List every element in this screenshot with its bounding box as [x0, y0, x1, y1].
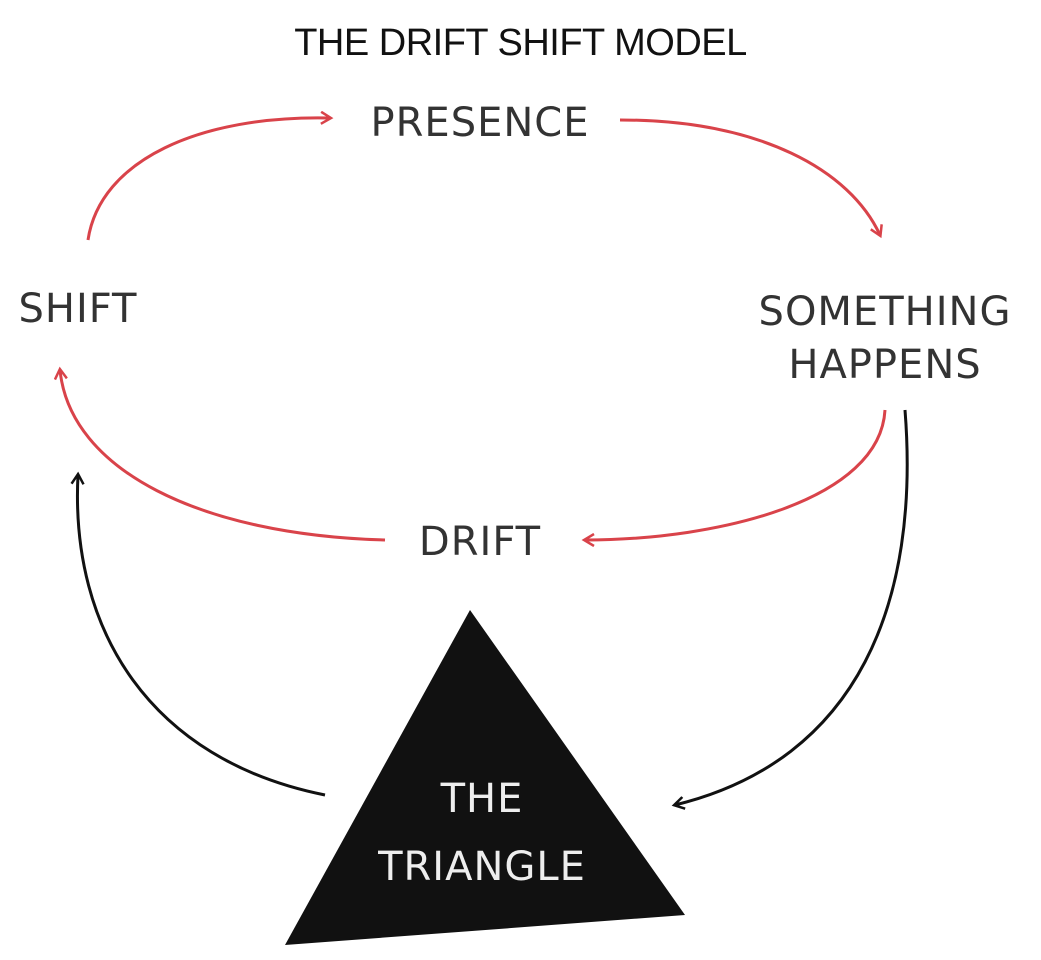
node-presence: PRESENCE: [371, 100, 590, 146]
arrow-drift-to-shift: [60, 370, 386, 542]
node-something-line2: HAPPENS: [788, 342, 981, 388]
node-drift: DRIFT: [419, 519, 541, 565]
node-something-line1: SOMETHING: [759, 289, 1012, 335]
arrow-shift-to-presence: [86, 118, 330, 241]
arrow-presence-to-something: [619, 118, 880, 235]
diagram-title: THE DRIFT SHIFT MODEL: [294, 22, 747, 64]
triangle-label-line2: TRIANGLE: [377, 844, 586, 890]
arrow-something-to-drift: [585, 409, 887, 540]
arrow-triangle-to-shift: [77, 475, 326, 797]
triangle-shape: [285, 610, 685, 945]
node-shift: SHIFT: [18, 286, 137, 332]
arrow-something-to-triangle: [675, 409, 909, 805]
triangle-label-line1: THE: [440, 776, 524, 822]
